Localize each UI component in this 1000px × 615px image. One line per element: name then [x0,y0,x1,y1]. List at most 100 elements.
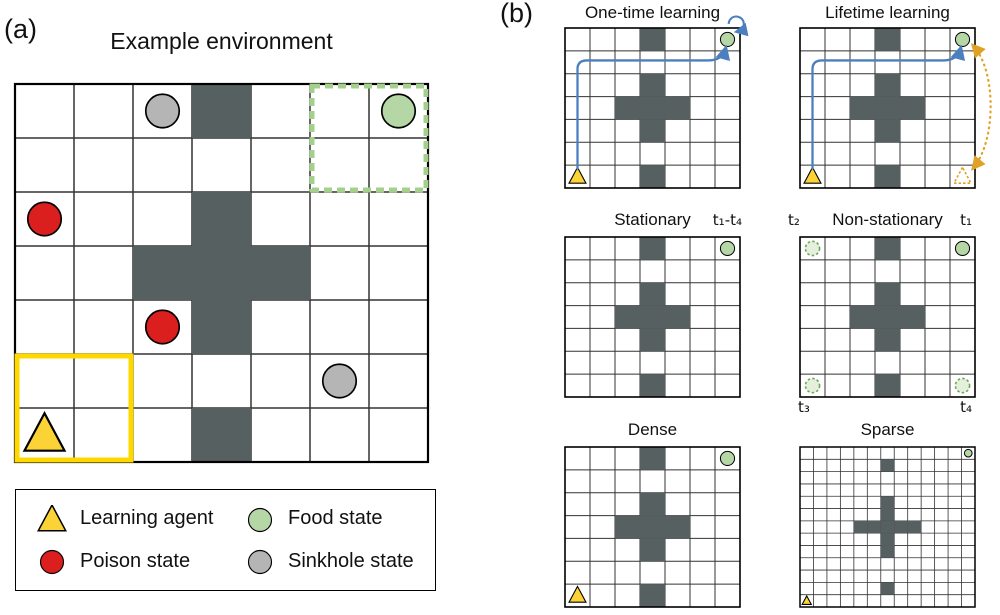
grid-border [13,82,430,464]
food-start-region-outline [309,83,429,193]
legend-label-food-state: Food state [288,507,383,530]
stationary-title-row: Stationary t₁-t₄ [565,210,742,230]
wall-cell [192,408,251,462]
wall-cell [640,119,665,143]
sparse-title: Sparse [860,420,915,439]
wall-cell [875,96,900,120]
stationary-time-label: t₁-t₄ [712,211,742,229]
wall-cell [640,515,665,539]
wall-cell [640,584,665,607]
legend-label-sinkhole-state: Sinkhole state [288,549,414,572]
learning-agent-icon [801,594,813,605]
wall-cell [880,508,895,521]
wall-cell [875,165,900,188]
food-state-icon [954,240,971,257]
wall-cell [640,328,665,352]
grid-border [564,446,741,608]
dense-title: Dense [627,420,678,439]
nonstationary-t3-label: t₃ [798,398,810,416]
wall-cell [880,459,895,472]
wall-cell [615,96,640,120]
food-ghost-state-icon [804,240,821,257]
wall-cell [640,492,665,516]
wall-cell [665,515,690,539]
poison-state-icon [39,550,65,575]
food-state-icon [719,450,736,467]
food-state-icon [380,93,417,129]
nonstationary-grid [799,236,976,398]
wall-cell [880,496,895,509]
wall-cell [192,192,251,246]
lifetime-learning-title: Lifetime learning [825,3,950,22]
nonstationary-bottom-labels: t₃ t₄ [798,398,975,416]
grid-border [564,27,741,189]
legend-item-food-state: Food state [244,505,435,533]
wall-cell [665,96,690,120]
wall-cell [894,520,908,534]
sinkhole-state-icon [244,547,276,575]
wall-cell [875,282,900,306]
wall-cell [880,533,895,546]
poison-state-icon [36,547,68,575]
wall-cell [640,538,665,562]
dense-grid [564,446,741,608]
example-environment-grid [13,82,430,464]
legend-item-learning-agent: Learning agent [36,503,244,533]
food-ghost-state-icon [954,377,971,394]
food-state-icon [719,31,736,48]
wall-cell [615,515,640,539]
onetime-learning-title: One-time learning [584,3,721,22]
sinkhole-state-icon [144,93,181,129]
legend-label-poison-state: Poison state [80,549,191,572]
poison-state-icon [26,201,63,237]
stationary-title: Stationary [614,210,691,229]
wall-cell [640,282,665,306]
panel-a-title: Example environment [110,28,333,54]
sinkhole-state-icon [247,550,273,575]
wall-cell [875,374,900,397]
repeat-loop-arrow [727,15,749,37]
lifetime-learning-grid [799,27,992,189]
nonstationary-t4-label: t₄ [960,398,972,416]
panel-b-label: (b) [500,0,533,28]
wall-cell [875,328,900,352]
wall-cell [875,119,900,143]
wall-cell [900,305,925,329]
learning-path-arrow [576,44,731,170]
legend-label-learning-agent: Learning agent [80,507,214,530]
sparse-grid [799,446,976,608]
nonstationary-title-row: t₂ Non-stationary t₁ [788,210,975,230]
wall-cell [853,520,868,534]
wall-cell [875,305,900,329]
onetime-learning-grid [564,15,749,189]
wall-cell [640,28,665,51]
nonstationary-t1-label: t₁ [960,211,972,229]
learning-agent-icon [36,503,68,533]
nonstationary-t2-label: t₂ [788,211,800,229]
wall-cell [640,237,665,260]
wall-cell [880,582,895,595]
food-state-icon [954,31,971,48]
grid-border [799,446,976,608]
wall-cell [192,84,251,138]
wall-cell [850,96,875,120]
wall-cell [192,300,251,354]
learning-path-arrow [811,44,966,170]
legend-item-sinkhole-state: Sinkhole state [244,547,435,575]
agent-start-region-outline [14,353,134,463]
food-state-icon [963,448,973,458]
wall-cell [640,305,665,329]
food-ghost-state-icon [804,377,821,394]
wall-cell [640,374,665,397]
learning-agent-icon [22,410,67,452]
wall-cell [875,28,900,51]
food-state-icon [719,240,736,257]
grid-border [564,236,741,398]
wall-cell [850,305,875,329]
nonstationary-title: Non-stationary [832,210,943,229]
wall-cell [192,246,251,300]
wall-cell [640,165,665,188]
food-state-icon [247,507,273,532]
respawn-transfer-arrow [970,43,992,171]
legend-item-poison-state: Poison state [36,547,244,575]
